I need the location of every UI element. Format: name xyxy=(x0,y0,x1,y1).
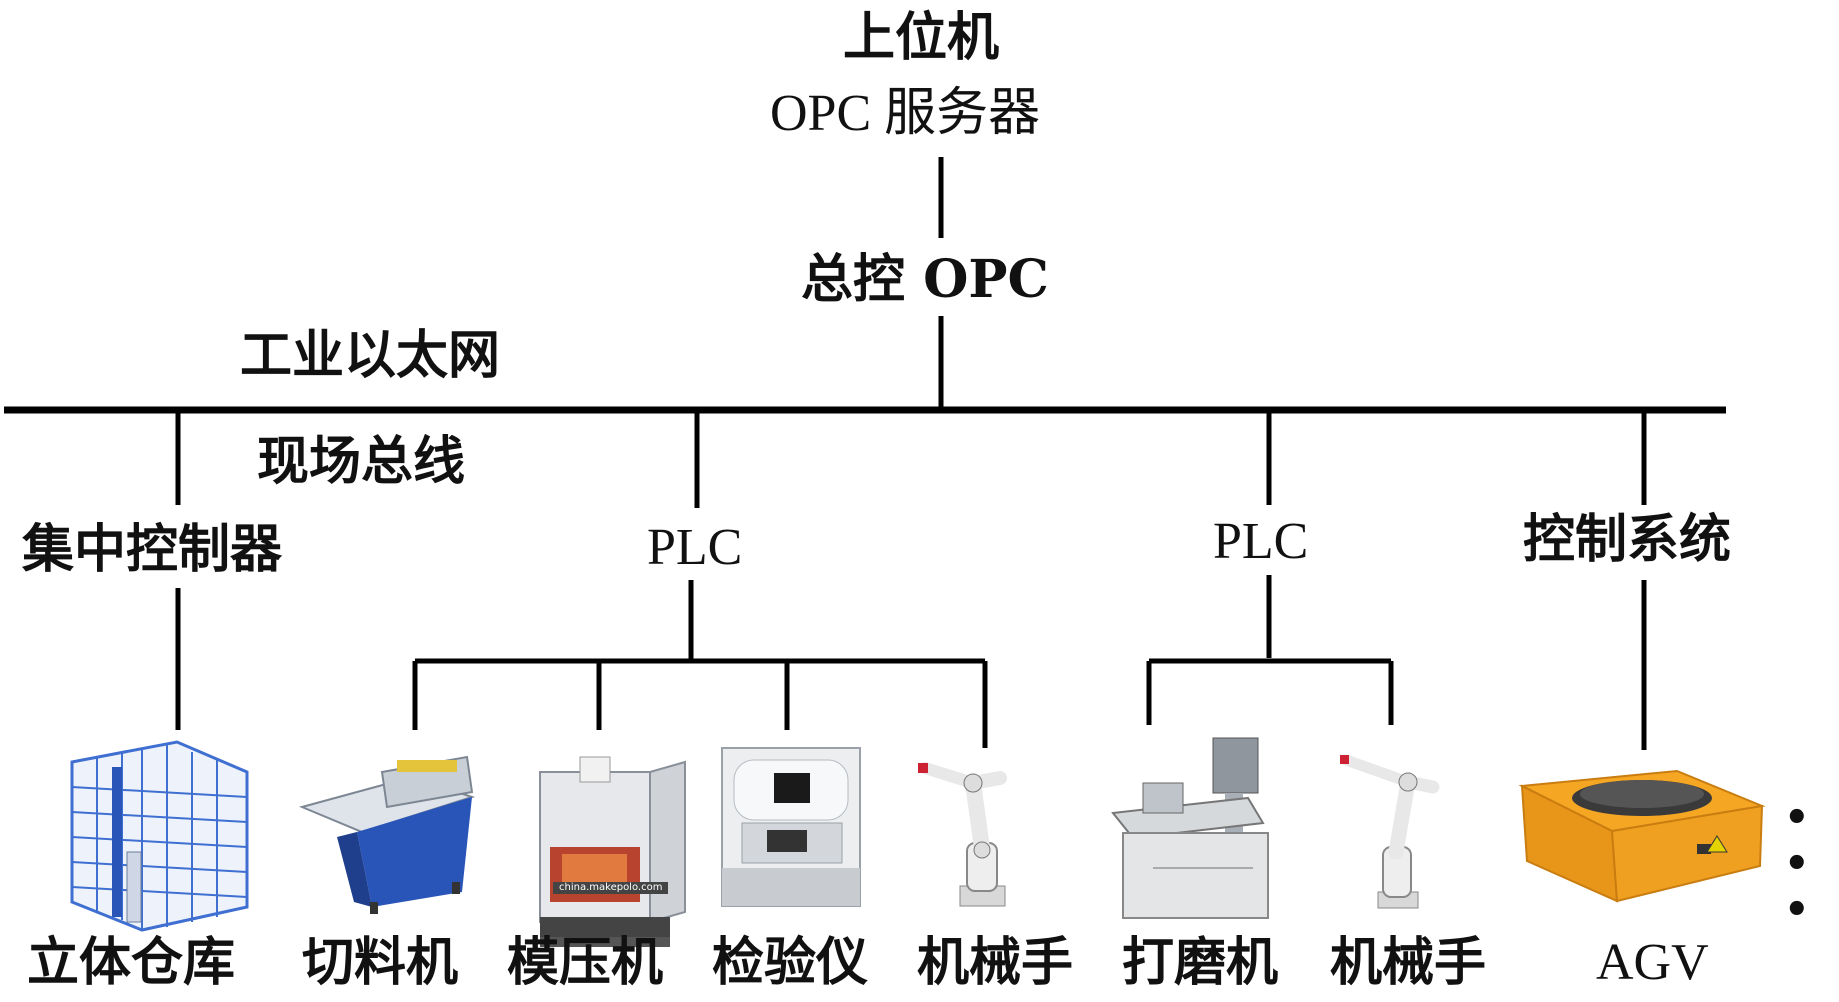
device-label-cutter: 切料机 xyxy=(302,932,459,993)
device-label-warehouse: 立体仓库 xyxy=(27,932,236,993)
device-label-press: 模压机 xyxy=(507,932,664,993)
warehouse-rack-icon xyxy=(70,740,249,932)
device-label-grinder: 打磨机 xyxy=(1122,932,1279,993)
host-computer-label: 上位机 xyxy=(843,7,1000,68)
grinding-machine-icon xyxy=(1111,737,1269,919)
plc-1-label: PLC xyxy=(647,519,743,576)
control-system-label: 控制系统 xyxy=(1523,509,1732,570)
master-opc-label: 总控 OPC xyxy=(801,249,1049,310)
robot-arm-icon xyxy=(918,762,1007,907)
opc-server-label: OPC 服务器 xyxy=(770,85,1041,142)
cutting-machine-icon xyxy=(298,755,476,914)
device-label-agv: AGV xyxy=(1596,934,1709,991)
device-label-inspection: 检验仪 xyxy=(712,932,869,993)
plc-2-label: PLC xyxy=(1213,513,1309,570)
device-label-robot-2: 机械手 xyxy=(1330,932,1487,993)
robot-arm-icon xyxy=(1340,754,1440,909)
more-devices-ellipsis: • • • xyxy=(1784,795,1812,933)
press-machine-icon xyxy=(539,756,686,947)
ethernet-label: 工业以太网 xyxy=(240,325,501,386)
watermark-text: china.makepolo.com xyxy=(553,882,669,894)
fieldbus-label: 现场总线 xyxy=(257,431,466,492)
inspection-instrument-icon xyxy=(721,747,861,907)
device-label-robot-1: 机械手 xyxy=(917,932,1074,993)
central-controller-label: 集中控制器 xyxy=(22,519,283,580)
agv-vehicle-icon xyxy=(1518,769,1766,903)
